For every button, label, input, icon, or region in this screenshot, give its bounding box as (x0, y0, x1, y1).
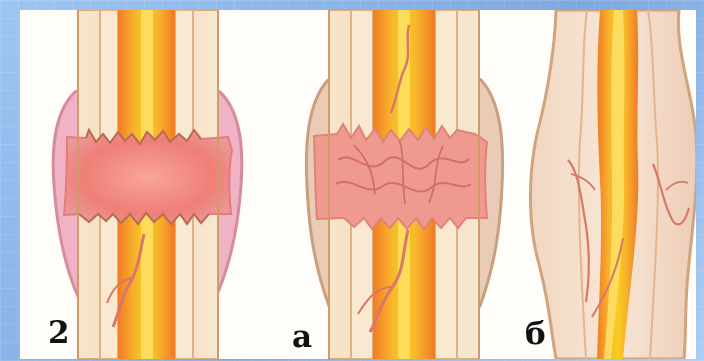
stage-label-a: а (292, 319, 312, 355)
healing-callus (314, 124, 487, 229)
fresh-fracture-icon (53, 10, 242, 359)
bone-healing-diagram: 2 (20, 10, 696, 359)
fracture-panel-b: б (525, 10, 696, 359)
diagram-panel: 2 (20, 10, 696, 359)
fracture-panel-a: а (292, 10, 503, 359)
stage-label-b: б (525, 316, 546, 352)
fracture-panel-2: 2 (48, 10, 242, 359)
stage-label-2: 2 (48, 315, 70, 351)
remodeled-bone-icon (530, 10, 696, 359)
healing-callus-icon (306, 10, 502, 359)
fracture-hematoma (64, 130, 232, 224)
